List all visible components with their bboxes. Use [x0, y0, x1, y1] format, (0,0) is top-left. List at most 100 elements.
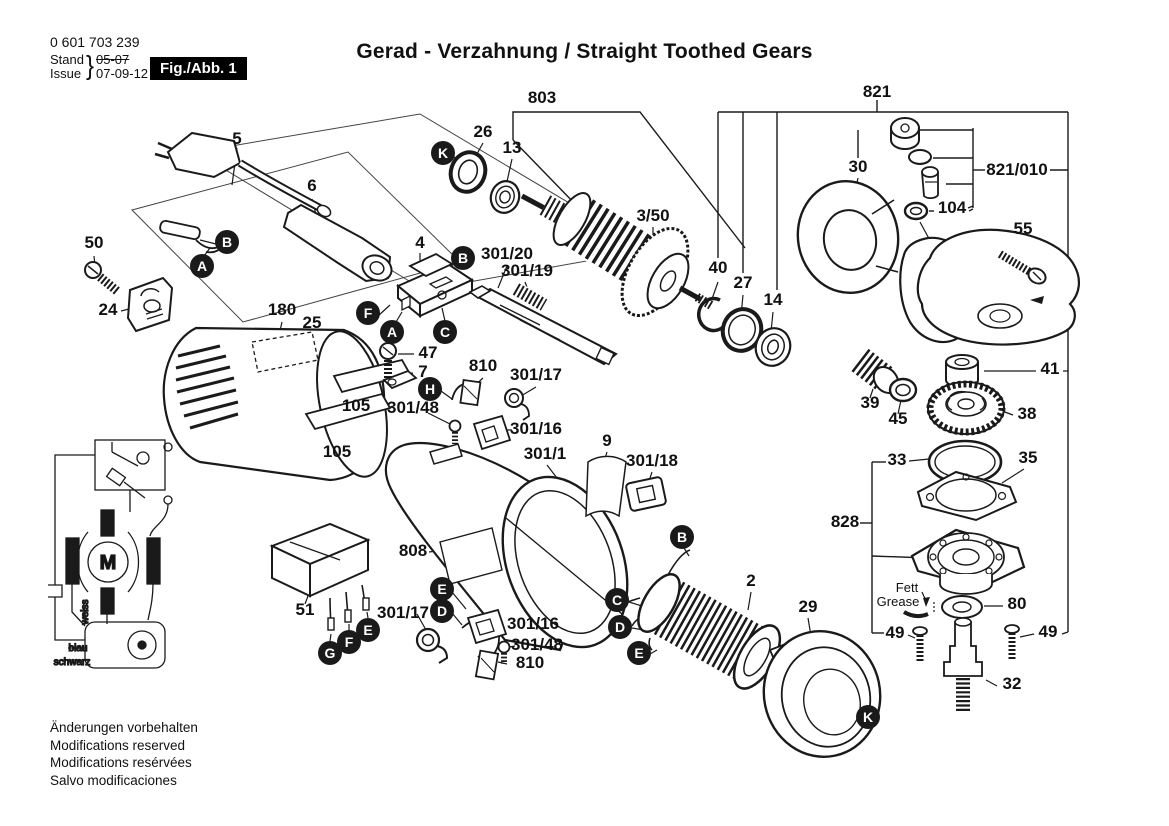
screw-301-48-lower — [497, 640, 511, 664]
clip-7 — [382, 369, 418, 390]
svg-text:D: D — [437, 603, 447, 619]
part-callout-301-16: 301/16 — [507, 614, 559, 633]
part-callout-180: 180 — [268, 300, 296, 319]
svg-text:K: K — [438, 145, 448, 161]
stand-date-struck: 05-07 — [96, 52, 130, 67]
end-cap-29 — [762, 630, 882, 758]
svg-text:C: C — [612, 592, 622, 608]
part-callout-810: 810 — [469, 356, 497, 375]
bevel-gear-38 — [926, 380, 1006, 436]
wire-label-white: weiss — [80, 599, 91, 625]
tongue-105-lower — [304, 392, 392, 431]
svg-text:C: C — [440, 324, 450, 340]
assembly-marker-c: C — [605, 588, 629, 612]
svg-text:E: E — [634, 645, 643, 661]
part-callout-301-18: 301/18 — [626, 451, 678, 470]
cover-plate-30 — [796, 179, 900, 295]
svg-text:F: F — [364, 305, 373, 321]
grease-dab — [902, 602, 935, 619]
ring-26 — [448, 150, 488, 194]
part-callout-14: 14 — [764, 290, 783, 309]
motor-symbol-label: M — [100, 552, 117, 574]
assembly-marker-e: E — [627, 641, 651, 665]
part-callout-80: 80 — [1008, 594, 1027, 613]
stand-label: Stand — [50, 52, 84, 67]
part-callout-49: 49 — [1039, 622, 1058, 641]
part-callout-33: 33 — [888, 450, 907, 469]
contact-pin — [921, 166, 939, 200]
part-callout-41: 41 — [1041, 359, 1060, 378]
part-callout-35: 35 — [1019, 448, 1038, 467]
armature-3-50 — [520, 192, 715, 318]
spring-washer — [908, 149, 932, 165]
part-callout-821: 821 — [863, 82, 891, 101]
part-callout-13: 13 — [503, 138, 522, 157]
bearing-14 — [754, 327, 792, 367]
part-callout-26: 26 — [474, 122, 493, 141]
part-callout-25: 25 — [303, 313, 322, 332]
part-callout-104: 104 — [938, 198, 967, 217]
assembly-marker-g: G — [318, 641, 342, 665]
svg-text:E: E — [363, 622, 372, 638]
part-callout-810: 810 — [516, 653, 544, 672]
part-callout-301-16: 301/16 — [510, 419, 562, 438]
power-cord-5 — [154, 131, 332, 218]
assembly-marker-k: K — [431, 141, 455, 165]
holder-301-16-lower — [466, 608, 508, 645]
svg-text:A: A — [387, 324, 397, 340]
grommet-301-17-lower — [415, 627, 449, 664]
assembly-marker-c: C — [433, 320, 457, 344]
wire-label-blue: blau — [69, 643, 88, 654]
field-coil-2 — [627, 549, 782, 690]
assembly-marker-b: B — [451, 246, 475, 270]
part-callout-30: 30 — [849, 157, 868, 176]
page-title: Gerad - Verzahnung / Straight Toothed Ge… — [356, 40, 813, 63]
part-callout-2: 2 — [746, 571, 755, 590]
holder-301-16-upper — [472, 414, 512, 451]
part-callout-fett: Fett — [896, 580, 919, 595]
part-callout-301-20: 301/20 — [481, 244, 533, 263]
motor-housing-cover-25 — [162, 326, 412, 482]
carbon-brush-810-upper — [451, 378, 482, 407]
svg-text:B: B — [677, 529, 687, 545]
part-callout-55: 55 — [1014, 219, 1033, 238]
svg-text:A: A — [197, 258, 207, 274]
part-callout-27: 27 — [734, 273, 753, 292]
screw-301-48-upper — [448, 419, 462, 444]
sticker-808 — [439, 527, 503, 585]
notice-line-es: Salvo modificaciones — [50, 772, 177, 788]
slide-bar-301-20 — [468, 285, 618, 366]
issue-date: 07-09-12 — [96, 66, 149, 81]
part-callout-301-48: 301/48 — [387, 398, 439, 417]
figure-label: Fig./Abb. 1 — [160, 60, 237, 77]
grommet-301-17-upper — [504, 388, 530, 421]
wiring-diagram: M weiss blau schwarz — [48, 439, 173, 669]
part-callout-301-17: 301/17 — [377, 603, 429, 622]
part-callout-4: 4 — [415, 233, 425, 252]
svg-text:E: E — [437, 581, 446, 597]
part-callout-47: 47 — [419, 343, 438, 362]
svg-text:B: B — [458, 250, 468, 266]
revision-block: Stand Issue } 05-07 07-09-12 — [50, 53, 148, 81]
nut-45 — [888, 377, 918, 403]
svg-text:B: B — [222, 234, 232, 250]
part-callout-39: 39 — [861, 393, 880, 412]
label-sheet-9 — [585, 455, 627, 518]
assembly-marker-k: K — [856, 705, 880, 729]
flange-plate-35 — [916, 470, 1018, 522]
issue-label: Issue — [50, 66, 82, 81]
assembly-marker-b: B — [215, 230, 239, 254]
screw-49-left — [912, 626, 928, 662]
part-callout-grease: Grease — [877, 594, 920, 609]
carbon-brush-810-lower — [474, 649, 500, 681]
svg-text:F: F — [345, 634, 354, 650]
o-ring-33 — [927, 439, 1003, 485]
part-callout-5: 5 — [232, 129, 241, 148]
part-callout-821-010: 821/010 — [986, 160, 1047, 179]
svg-text:D: D — [615, 619, 625, 635]
part-callout-803: 803 — [528, 88, 556, 107]
part-callout-29: 29 — [799, 597, 818, 616]
part-number: 0 601 703 239 — [50, 34, 140, 50]
